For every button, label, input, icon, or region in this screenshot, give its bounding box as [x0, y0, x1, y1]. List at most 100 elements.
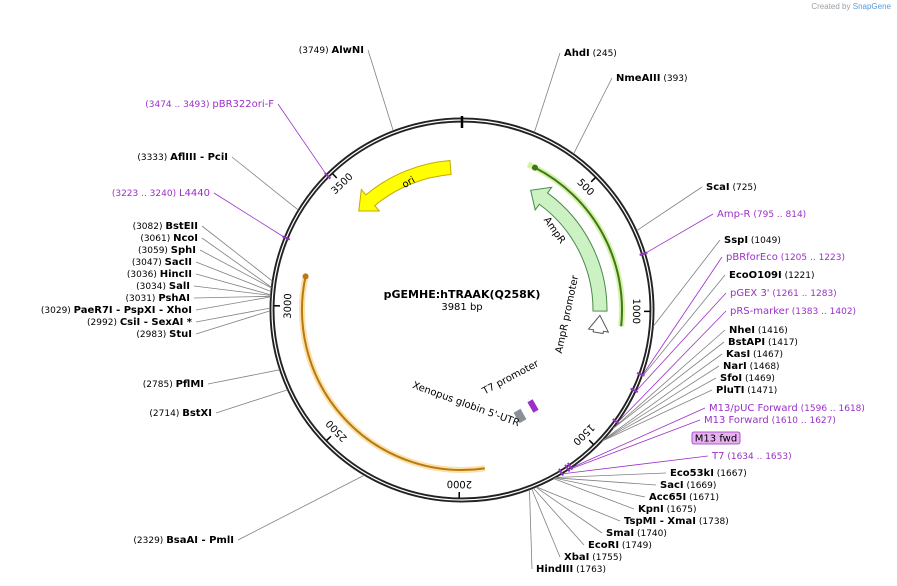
leader-stui — [195, 310, 271, 335]
site-name: SacII — [165, 257, 192, 268]
primer-mark — [612, 418, 620, 425]
primer-name: pBR322ori-F — [212, 99, 274, 110]
site-position: (3036) — [127, 270, 160, 280]
site-name: SmaI — [606, 528, 634, 539]
leader-prsmarker — [617, 310, 727, 423]
utr-feature — [513, 408, 527, 424]
site-position: (393) — [660, 74, 687, 84]
leader-ecoo109i — [641, 274, 726, 378]
ampr-promoter-feature — [587, 314, 610, 335]
site-position: (1671) — [686, 493, 719, 503]
site-name: KasI — [726, 349, 750, 360]
leader-m13puc — [571, 407, 706, 469]
site-name: - PmlI — [198, 535, 234, 546]
site-name: KpnI — [638, 504, 664, 515]
site-pfimi: (2785) PflMI — [143, 379, 204, 390]
site-labels: (3749) AlwNI AhdI (245) NmeAIII (393) (3474… — [41, 45, 865, 575]
site-paer7i: (3029) PaeR7I - PspXI - XhoI — [41, 305, 192, 316]
leader-pgex3 — [635, 292, 727, 392]
primer-name: pBRforEco — [726, 252, 778, 263]
primer-m13puc: M13/pUC Forward (1596 .. 1618) — [709, 403, 865, 414]
site-position: (1749) — [619, 541, 652, 551]
leader-pluti — [602, 389, 713, 442]
site-position: (3034) — [136, 282, 169, 292]
site-pshai: (3031) PshAI — [126, 293, 190, 304]
m13-fwd-badge-label: M13 fwd — [695, 434, 737, 445]
leader-nhei — [612, 329, 726, 429]
leader-hincii — [195, 273, 271, 296]
site-pluti: PluTI (1471) — [716, 385, 777, 396]
site-name: PluTI — [716, 385, 744, 396]
site-name: AlwNI — [332, 45, 365, 56]
primer-name: pRS-marker — [730, 306, 790, 317]
t7-promoter-label: T7 promoter — [480, 358, 542, 398]
site-position: (725) — [730, 183, 757, 193]
primer-name: M13/pUC Forward — [709, 403, 798, 414]
site-name: CsiI — [120, 317, 140, 328]
site-hindiii: HindIII (1763) — [536, 564, 606, 575]
primer-prsmarker: pRS-marker (1383 .. 1402) — [730, 306, 856, 317]
leader-m13fwd — [568, 419, 701, 471]
primer-ampr: Amp-R (795 .. 814) — [717, 209, 806, 220]
primer-mark — [282, 235, 291, 241]
site-nari: NarI (1468) — [723, 361, 780, 372]
leader-sspi — [652, 239, 721, 327]
site-position: (1738) — [696, 517, 729, 527]
leader-kpni — [553, 478, 635, 510]
site-name: PshAI — [158, 293, 190, 304]
site-name: NmeAIII — [616, 73, 660, 84]
site-smai: SmaI (1740) — [606, 528, 667, 539]
site-position: (1667) — [714, 469, 747, 479]
leader-pfimi — [207, 369, 280, 385]
ampr-feature — [530, 186, 608, 312]
tick-mark — [326, 435, 332, 441]
site-name: SspI — [724, 235, 748, 246]
site-nmeaiii: NmeAIII (393) — [616, 73, 688, 84]
leader-bsaai — [237, 474, 365, 541]
site-position: (3059) — [138, 246, 171, 256]
primer-mark — [324, 172, 332, 180]
leader-bsteii — [201, 225, 273, 282]
site-position: (1416) — [755, 326, 788, 336]
primer-pbrforeco: pBRforEco (1205 .. 1223) — [726, 252, 845, 263]
site-ahdi: AhdI (245) — [564, 48, 617, 59]
leader-bstapi — [612, 341, 725, 429]
leader-sfoi — [602, 377, 717, 441]
leader-eco53ki — [555, 472, 667, 478]
site-position: (1417) — [765, 338, 798, 348]
primer-l4440: (3223 .. 3240) L4440 — [112, 188, 210, 199]
site-name: HincII — [160, 269, 192, 280]
plasmid-size: 3981 bp — [441, 302, 482, 313]
site-name: - SexAI * — [140, 317, 192, 328]
snapgene-credit: Created by SnapGene — [811, 2, 891, 11]
site-tspmi: TspMI - XmaI (1738) — [624, 516, 729, 527]
primer-mark — [558, 468, 564, 477]
site-position: (3061) — [140, 234, 173, 244]
site-position: (1469) — [742, 374, 775, 384]
primer-position: (1596 .. 1618) — [798, 404, 865, 414]
primer-name: L4440 — [179, 188, 210, 199]
site-position: (1669) — [684, 481, 717, 491]
leader-acc65i — [554, 477, 646, 498]
leader-sphi — [199, 249, 272, 289]
primer-pbr322ori: (3474 .. 3493) pBR322ori-F — [145, 99, 274, 110]
site-name: Eco53kI — [670, 468, 714, 479]
tick-label: 1000 — [630, 299, 641, 325]
site-position: (3749) — [299, 46, 332, 56]
site-name: PflMI — [176, 379, 204, 390]
leader-nari — [602, 365, 720, 441]
primer-mark — [639, 251, 648, 256]
tick-mark — [332, 173, 338, 179]
site-position: (1471) — [744, 386, 777, 396]
leader-kasi — [602, 353, 723, 441]
site-name: - XmaI — [656, 516, 696, 527]
site-name: AflIII — [170, 152, 196, 163]
primer-t7: T7 (1634 .. 1653) — [711, 451, 792, 462]
site-name: EcoRI — [588, 540, 619, 551]
primer-mark — [630, 387, 639, 393]
leader-sacii — [195, 261, 272, 292]
insert-orf-line — [301, 276, 485, 471]
ampr-promoter-label: AmpR promoter — [554, 274, 581, 355]
primer-position: (1610 .. 1627) — [769, 416, 836, 426]
